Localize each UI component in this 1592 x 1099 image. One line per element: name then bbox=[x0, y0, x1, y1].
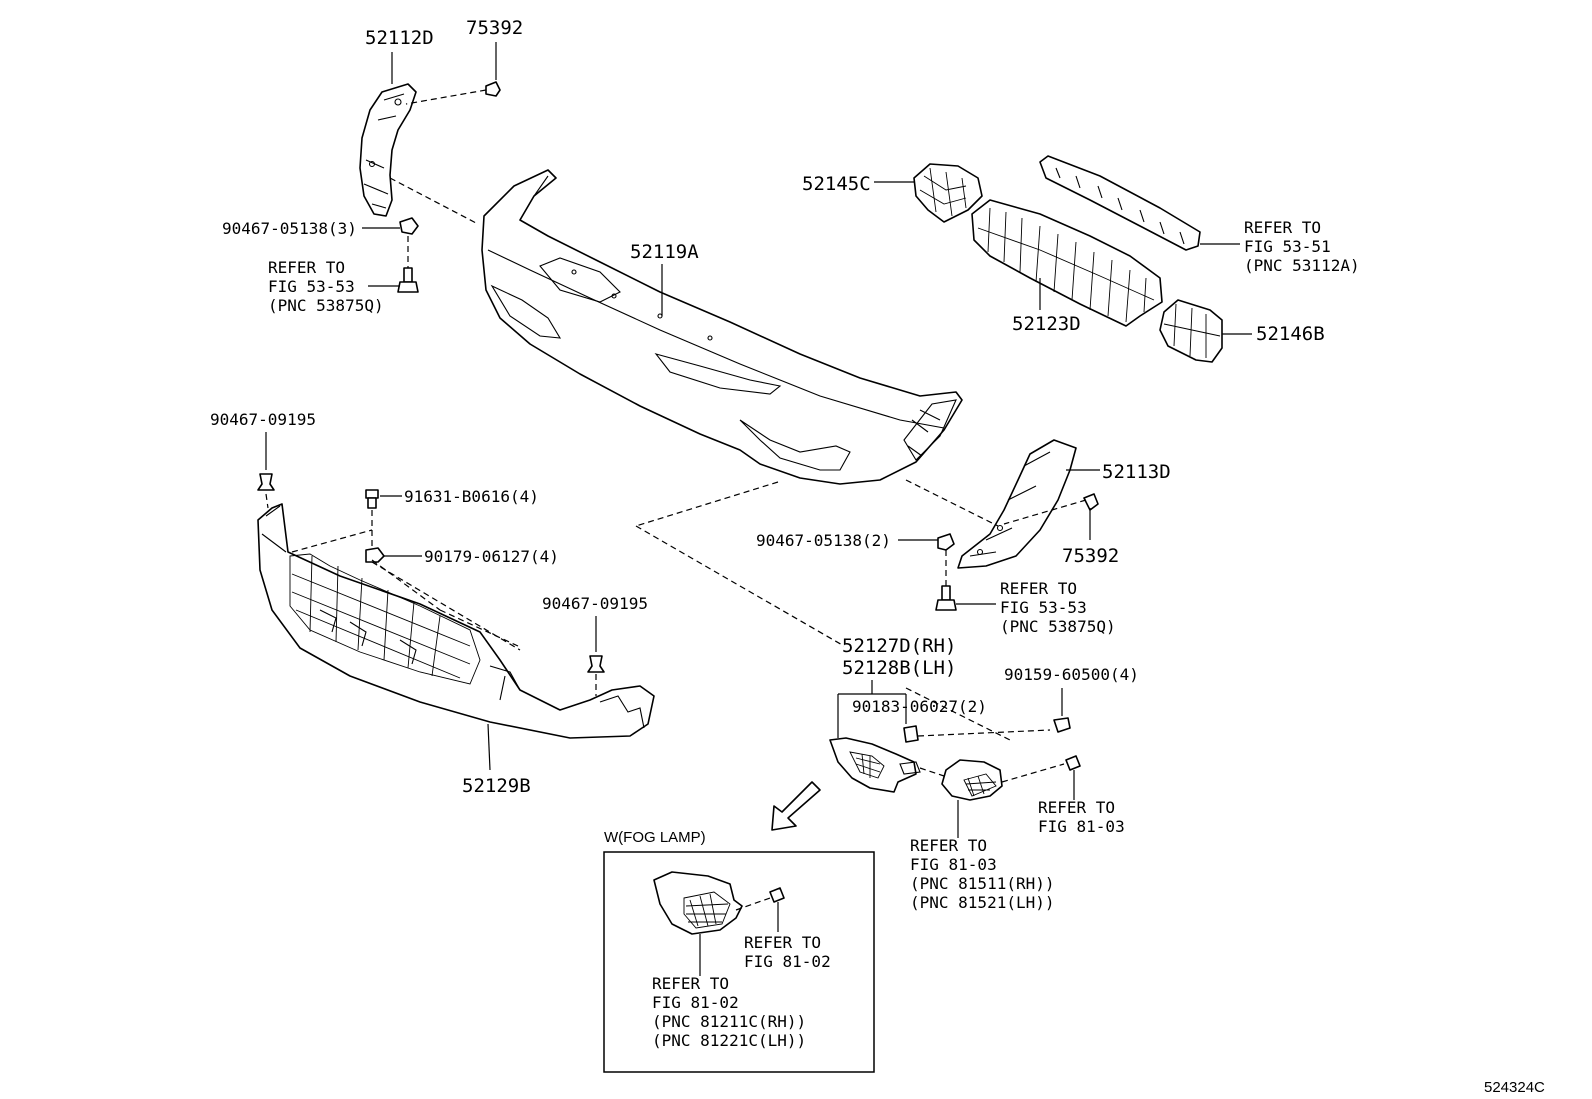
label-52123D: 52123D bbox=[1012, 313, 1081, 335]
lower-panel-52129B[interactable] bbox=[257, 503, 655, 739]
bolt-90159-60500[interactable] bbox=[1053, 717, 1071, 733]
label-90467-09195-left: 90467-09195 bbox=[210, 410, 316, 429]
reference-fig-53-53-left[interactable]: REFER TO FIG 53-53 (PNC 53875Q) bbox=[268, 258, 384, 315]
clip-90467-05138-2[interactable] bbox=[937, 533, 955, 551]
svg-text:REFER TO: REFER TO bbox=[1038, 798, 1115, 817]
svg-text:(PNC 81211C(RH)): (PNC 81211C(RH)) bbox=[652, 1012, 806, 1031]
label-90159-60500: 90159-60500(4) bbox=[1004, 665, 1139, 684]
inset-title: W(FOG LAMP) bbox=[604, 829, 706, 846]
bracket-52112D[interactable] bbox=[359, 83, 417, 217]
svg-text:FIG 81-02: FIG 81-02 bbox=[744, 952, 831, 971]
label-52127D: 52127D(RH) bbox=[842, 635, 956, 657]
reference-fig-81-03-bolt[interactable]: REFER TO FIG 81-03 bbox=[1038, 798, 1125, 836]
bolt-fog-lamp[interactable] bbox=[769, 887, 785, 903]
svg-text:(PNC 81521(LH)): (PNC 81521(LH)) bbox=[910, 893, 1055, 912]
label-52113D: 52113D bbox=[1102, 461, 1171, 483]
fog-lamp[interactable] bbox=[653, 871, 743, 935]
svg-text:REFER TO: REFER TO bbox=[1244, 218, 1321, 237]
reference-fig-53-51[interactable]: REFER TO FIG 53-51 (PNC 53112A) bbox=[1244, 218, 1360, 275]
label-91631-B0616: 91631-B0616(4) bbox=[404, 487, 539, 506]
reference-fig-81-02-lamp[interactable]: REFER TO FIG 81-02 (PNC 81211C(RH)) (PNC… bbox=[652, 974, 806, 1050]
svg-text:(PNC 53875Q): (PNC 53875Q) bbox=[1000, 617, 1116, 636]
absorber-52145C[interactable] bbox=[913, 163, 983, 223]
label-90467-05138-2: 90467-05138(2) bbox=[756, 531, 891, 550]
bolt-53875Q-left[interactable] bbox=[397, 267, 419, 293]
svg-text:FIG 53-53: FIG 53-53 bbox=[268, 277, 355, 296]
svg-text:REFER TO: REFER TO bbox=[910, 836, 987, 855]
clip-75392-right[interactable] bbox=[1083, 493, 1099, 511]
label-52128B: 52128B(LH) bbox=[842, 657, 956, 679]
label-90467-09195-right: 90467-09195 bbox=[542, 594, 648, 613]
clip-90467-05138-3[interactable] bbox=[399, 217, 419, 235]
svg-text:(PNC 53875Q): (PNC 53875Q) bbox=[268, 296, 384, 315]
svg-text:FIG 53-51: FIG 53-51 bbox=[1244, 237, 1331, 256]
svg-text:FIG 81-02: FIG 81-02 bbox=[652, 993, 739, 1012]
svg-text:REFER TO: REFER TO bbox=[744, 933, 821, 952]
clip-75392-top[interactable] bbox=[485, 81, 501, 97]
label-90467-05138-3: 90467-05138(3) bbox=[222, 219, 357, 238]
label-52112D: 52112D bbox=[365, 27, 434, 49]
bolt-53875Q-right[interactable] bbox=[935, 585, 957, 611]
bumper-52119A[interactable] bbox=[481, 169, 963, 485]
fog-lamp-inset-box bbox=[603, 851, 875, 1073]
svg-text:(PNC 81221C(LH)): (PNC 81221C(LH)) bbox=[652, 1031, 806, 1050]
arrow-to-fog-lamp-inset bbox=[771, 781, 821, 831]
svg-text:FIG 81-03: FIG 81-03 bbox=[910, 855, 997, 874]
svg-text:REFER TO: REFER TO bbox=[652, 974, 729, 993]
absorber-52123D[interactable] bbox=[971, 199, 1163, 327]
bolt-91631-B0616[interactable] bbox=[365, 489, 379, 509]
label-75392-top: 75392 bbox=[466, 17, 523, 39]
bolt-lamp-81-03[interactable] bbox=[1065, 755, 1081, 771]
svg-text:(PNC 53112A): (PNC 53112A) bbox=[1244, 256, 1360, 275]
label-52145C: 52145C bbox=[802, 173, 871, 195]
diagram-id: 524324C bbox=[1484, 1079, 1545, 1096]
label-52146B: 52146B bbox=[1256, 323, 1325, 345]
svg-text:FIG 81-03: FIG 81-03 bbox=[1038, 817, 1125, 836]
label-90179-06127: 90179-06127(4) bbox=[424, 547, 559, 566]
nut-90183-06027[interactable] bbox=[903, 725, 919, 743]
label-75392-right: 75392 bbox=[1062, 545, 1119, 567]
pin-90467-09195-left[interactable] bbox=[257, 473, 275, 491]
bracket-52113D[interactable] bbox=[957, 439, 1077, 569]
lamp-cover-52127D[interactable] bbox=[829, 737, 917, 793]
reference-fig-81-03-lamp[interactable]: REFER TO FIG 81-03 (PNC 81511(RH)) (PNC … bbox=[910, 836, 1055, 912]
label-90183-06027: 90183-06027(2) bbox=[852, 697, 987, 716]
absorber-52146B[interactable] bbox=[1159, 299, 1223, 363]
reinforcement-53112A[interactable] bbox=[1039, 155, 1201, 251]
nut-90179-06127[interactable] bbox=[365, 547, 385, 563]
reference-fig-53-53-right[interactable]: REFER TO FIG 53-53 (PNC 53875Q) bbox=[1000, 579, 1116, 636]
svg-text:(PNC 81511(RH)): (PNC 81511(RH)) bbox=[910, 874, 1055, 893]
label-52119A: 52119A bbox=[630, 241, 699, 263]
svg-text:REFER TO: REFER TO bbox=[1000, 579, 1077, 598]
pin-90467-09195-right[interactable] bbox=[587, 655, 605, 673]
svg-text:FIG 53-53: FIG 53-53 bbox=[1000, 598, 1087, 617]
reference-fig-81-02-bolt[interactable]: REFER TO FIG 81-02 bbox=[744, 933, 831, 971]
svg-text:REFER TO: REFER TO bbox=[268, 258, 345, 277]
turn-signal-lamp[interactable] bbox=[899, 759, 1003, 801]
label-52129B: 52129B bbox=[462, 775, 531, 797]
